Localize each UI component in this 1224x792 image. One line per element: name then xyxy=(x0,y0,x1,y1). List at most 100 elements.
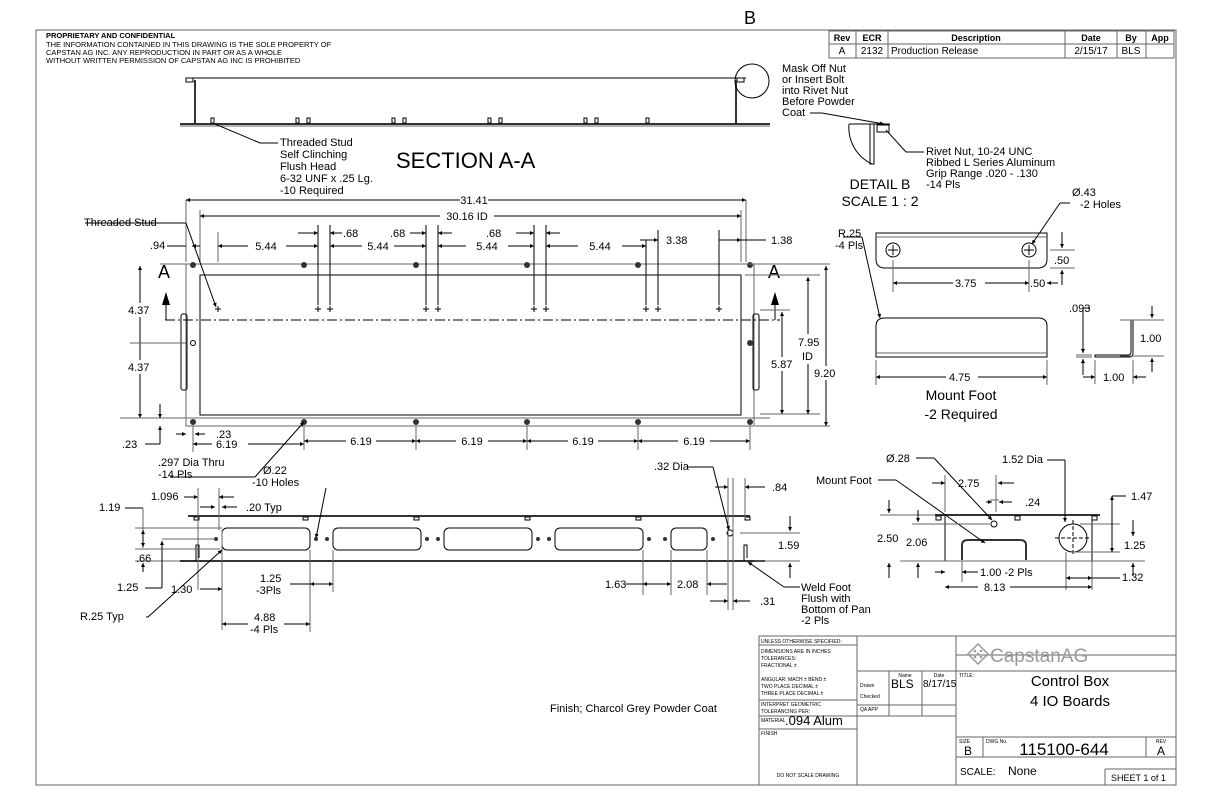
stud-hole xyxy=(647,537,651,541)
dim-619: 6.19 xyxy=(216,439,237,451)
drawing-title-line1: Control Box xyxy=(1031,673,1110,690)
dim-920: 9.20 xyxy=(814,368,835,380)
mask-off-note: into Rivet Nut xyxy=(782,85,848,97)
dim-163: 1.63 xyxy=(605,579,626,591)
dim-544: 5.44 xyxy=(589,241,610,253)
rivet-hole xyxy=(747,419,753,425)
dim-437: 4.37 xyxy=(128,362,149,374)
r25-4pls-note: R.25 xyxy=(838,228,861,240)
rev-value: A xyxy=(1157,744,1165,758)
stud-hole xyxy=(425,537,429,541)
proprietary-line: CAPSTAN AG INC. ANY REPRODUCTION IN PART… xyxy=(46,48,282,57)
date-header: Date xyxy=(934,673,945,679)
dim-275: 2.75 xyxy=(958,478,979,490)
rivet-hole xyxy=(635,262,641,268)
weld-foot-note: Weld Foot xyxy=(801,582,851,594)
tolerance-line: THREE PLACE DECIMAL ± xyxy=(761,691,824,697)
dim-overall-width: 31.41 xyxy=(460,195,488,207)
stud-hole xyxy=(536,537,540,541)
dia-028-note: Ø.28 xyxy=(886,453,910,465)
stud-mark xyxy=(655,306,661,312)
dim-068: .68 xyxy=(390,228,405,240)
dim-024: .24 xyxy=(1025,497,1040,509)
r25-4pls-note: -4 Pls xyxy=(835,240,864,252)
mount-foot-qty: -2 Required xyxy=(924,406,997,422)
stud-hole xyxy=(547,537,551,541)
size-value: B xyxy=(964,744,972,758)
stud-mark xyxy=(643,306,649,312)
stud-mark xyxy=(315,306,321,312)
interpret-line: TOLERANCING PER: xyxy=(761,709,810,715)
dim-125: 1.25 xyxy=(117,582,138,594)
section-marker-left: A xyxy=(158,262,170,282)
rivet-hole xyxy=(413,419,419,425)
stud-hole xyxy=(663,537,667,541)
name-header: Name xyxy=(898,673,912,679)
detail-b-circle xyxy=(734,63,770,99)
dim-138: 1.38 xyxy=(771,235,792,247)
title-block: UNLESS OTHERWISE SPECIFIED: DIMENSIONS A… xyxy=(758,635,1177,786)
detail-b-view: Mask Off Nut or Insert Bolt into Rivet N… xyxy=(782,63,1055,209)
stud-hole xyxy=(325,537,329,541)
dia-032-note: .32 Dia xyxy=(654,461,690,473)
drawing-title-line2: 4 IO Boards xyxy=(1030,693,1110,710)
mount-foot-view: Ø.43 -2 Holes R.25 -4 Pls .50 3.75 .50 4… xyxy=(835,187,1164,422)
dim-031: .31 xyxy=(760,596,775,608)
threaded-stud-note: -10 Required xyxy=(280,185,344,197)
rivet-hole xyxy=(190,340,196,346)
dim-094: .94 xyxy=(150,240,165,252)
dim-475: 4.75 xyxy=(949,372,970,384)
drawn-name: BLS xyxy=(891,677,914,691)
dim-488: 4.88 xyxy=(254,612,275,624)
dim-068: .68 xyxy=(486,228,501,240)
dim-100-b: 1.00 xyxy=(1103,372,1124,384)
do-not-scale: DO NOT SCALE DRAWING xyxy=(777,773,840,779)
dim-208: 2.08 xyxy=(677,579,698,591)
proprietary-heading: PROPRIETARY AND CONFIDENTIAL xyxy=(46,31,176,40)
section-a-a-view: B Threaded Stud Self Clinching Flush Hea… xyxy=(180,8,770,197)
dia-thru-note: -14 Pls xyxy=(158,469,193,481)
dim-619: 6.19 xyxy=(461,436,482,448)
dim-066: .66 xyxy=(136,553,151,565)
mask-off-note: Mask Off Nut xyxy=(782,63,846,75)
rivet-hole xyxy=(190,262,196,268)
dim-795: 7.95 xyxy=(798,337,819,349)
dim-544: 5.44 xyxy=(367,241,388,253)
section-studs xyxy=(210,117,650,124)
rev-cell-description: Production Release xyxy=(891,46,979,57)
dim-132: 1.32 xyxy=(1122,572,1143,584)
rev-header-ecr: ECR xyxy=(862,33,882,43)
dim-020-typ: .20 Typ xyxy=(246,502,282,514)
size-label: SIZE xyxy=(959,739,971,745)
rivet-hole xyxy=(524,419,530,425)
weld-foot-note: Bottom of Pan xyxy=(801,604,871,616)
dim-100-a: 1.00 xyxy=(1140,333,1161,345)
dim-587: 5.87 xyxy=(771,359,792,371)
stud-mark xyxy=(531,306,537,312)
dim-619: 6.19 xyxy=(350,436,371,448)
dwg-label: DWG No. xyxy=(986,739,1007,745)
company-name: CapstanAG xyxy=(990,646,1088,667)
mount-foot-label: Mount Foot xyxy=(816,475,872,487)
qa-label: QA APP xyxy=(860,707,879,713)
revision-table: Rev ECR Description Date By App A 2132 P… xyxy=(828,30,1175,59)
front-view: Ø.22 -10 Holes 1.19 .66 1.25 1.096 .20 T… xyxy=(80,461,871,636)
stud-mark xyxy=(435,306,441,312)
dim-375: 3.75 xyxy=(955,278,976,290)
dia-152-note: 1.52 Dia xyxy=(1002,454,1044,466)
tolerance-line: FRACTIONAL ± xyxy=(761,663,797,669)
dim-544: 5.44 xyxy=(476,241,497,253)
mask-off-note: or Insert Bolt xyxy=(782,74,844,86)
r25-typ-note: R.25 Typ xyxy=(80,611,124,623)
stud-mark xyxy=(543,306,549,312)
rivet-holes xyxy=(190,262,753,425)
plan-dimensions: 31.41 30.16 ID .94 5.44 .68 5.44 .68 5.4… xyxy=(84,195,840,481)
drawn-date: 8/17/15 xyxy=(923,679,957,690)
rev-cell-by: BLS xyxy=(1122,46,1141,57)
stud-hole xyxy=(214,537,218,541)
rivet-hole xyxy=(301,262,307,268)
dim-023: .23 xyxy=(216,429,231,441)
stud-marks xyxy=(215,306,722,312)
material-value: .094 Alum xyxy=(785,713,843,728)
detail-b-scale: SCALE 1 : 2 xyxy=(841,193,918,209)
